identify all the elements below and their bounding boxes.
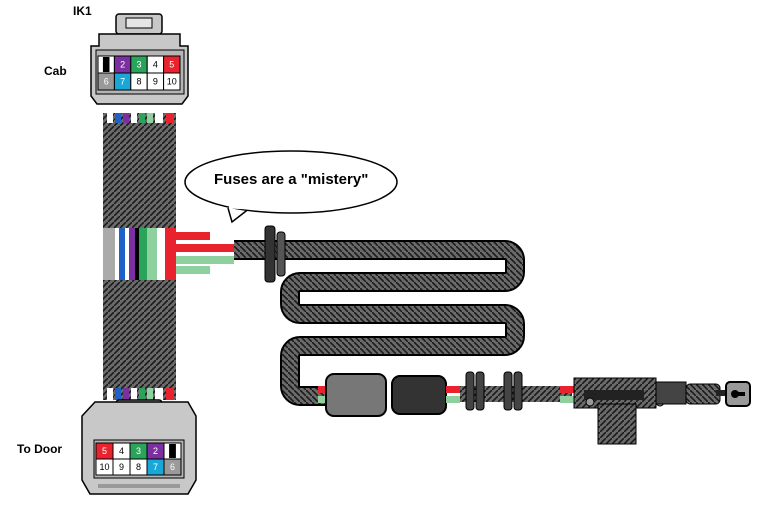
door-pin-label-6: 6 — [170, 462, 175, 472]
serpentine-harness — [234, 240, 525, 406]
cab-pin-label-3: 3 — [136, 60, 141, 70]
cab-pin-1-stripe — [102, 57, 110, 72]
cab-pin-10 — [163, 72, 181, 91]
bottom-wire-tips — [107, 388, 174, 400]
door-pin-label-5: 5 — [102, 446, 107, 456]
door-pin-grid: 5 4 3 2 1 10 9 8 7 6 — [95, 442, 182, 476]
cab-pin-label-4: 4 — [153, 60, 158, 70]
cab-pin-grid: 1 2 3 4 5 6 7 8 9 10 — [97, 55, 181, 91]
door-lock-actuator-icon — [573, 377, 728, 445]
door-pin-label-1: 1 — [170, 446, 175, 456]
key-lock-icon — [725, 381, 751, 407]
cab-connector: 1 2 3 4 5 6 7 8 9 10 — [90, 13, 189, 105]
cab-pin-label-2: 2 — [120, 60, 125, 70]
cab-pin-label-10: 10 — [167, 77, 177, 87]
top-wire-tips — [107, 113, 174, 123]
door-connector: 5 4 3 2 1 10 9 8 7 6 — [81, 399, 197, 495]
door-pin-label-8: 8 — [136, 462, 141, 472]
callout-text: Fuses are a "mistery" — [214, 171, 369, 188]
door-pin-label-4: 4 — [119, 446, 124, 456]
door-pin-label-2: 2 — [153, 446, 158, 456]
to-door-label: To Door — [17, 442, 63, 456]
inline-connector-left — [325, 373, 387, 417]
door-pin-1-stripe — [169, 444, 176, 458]
cab-pin-label-6: 6 — [104, 77, 109, 87]
inline-section — [318, 371, 574, 417]
door-pin-label-9: 9 — [119, 462, 124, 472]
cab-pin-label-1: 1 — [104, 60, 109, 70]
main-harness — [103, 113, 176, 400]
cab-pin-label-5: 5 — [169, 60, 174, 70]
connector-id-label: IK1 — [73, 4, 92, 18]
inline-connector-right — [391, 375, 447, 415]
grommet — [264, 225, 286, 283]
cab-pin-label-8: 8 — [136, 77, 141, 87]
door-pin-6 — [163, 458, 182, 476]
door-pin-label-7: 7 — [153, 462, 158, 472]
exposed-wires — [103, 228, 176, 280]
door-pin-label-3: 3 — [136, 446, 141, 456]
callout-bubble — [184, 150, 398, 224]
cab-pin-label-7: 7 — [120, 77, 125, 87]
door-pin-label-10: 10 — [99, 462, 109, 472]
branch-wires — [176, 232, 234, 274]
cab-label: Cab — [44, 64, 67, 78]
cab-pin-label-9: 9 — [153, 77, 158, 87]
